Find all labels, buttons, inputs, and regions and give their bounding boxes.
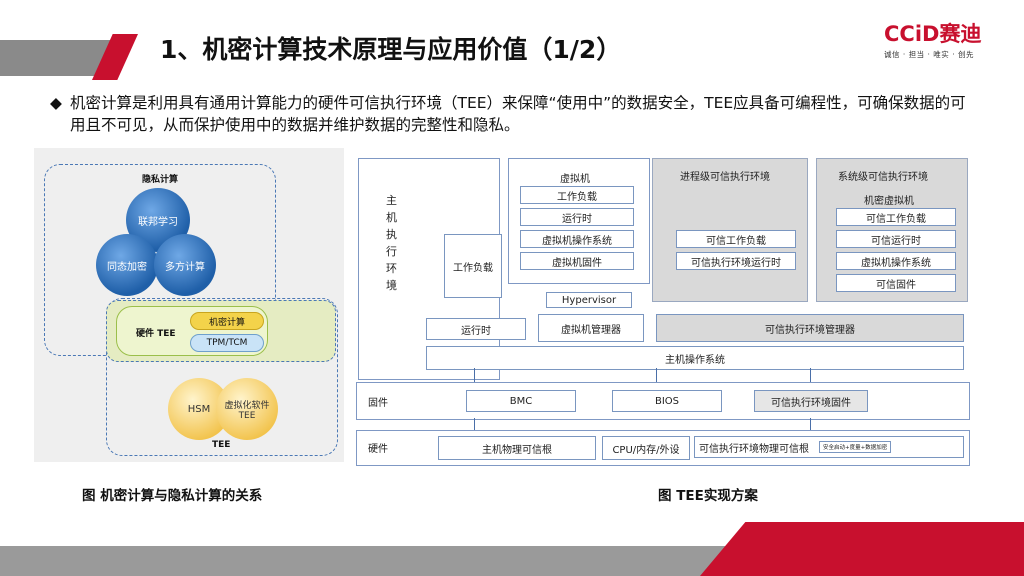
- tee-root-of-trust-label: 可信执行环境物理可信根: [699, 443, 809, 455]
- secure-boot-measure-encrypt-tag: 安全启动+度量+数据加密: [819, 441, 892, 453]
- system-trusted-workload-box: 可信工作负载: [836, 208, 956, 226]
- process-tee-runtime-box: 可信执行环境运行时: [676, 252, 796, 270]
- multiparty-computation-label: 多方计算: [165, 261, 205, 273]
- right-figure-caption: 图 TEE实现方案: [658, 488, 758, 504]
- system-trusted-runtime-box: 可信运行时: [836, 230, 956, 248]
- virtual-software-tee-circle: 虚拟化软件 TEE: [216, 378, 278, 440]
- homomorphic-encryption-circle: 同态加密: [96, 234, 158, 296]
- system-vm-os-box: 虚拟机操作系统: [836, 252, 956, 270]
- bullet-paragraph: ◆ 机密计算是利用具有通用计算能力的硬件可信执行环境（TEE）来保障“使用中”的…: [50, 92, 980, 136]
- tee-implementation-figure: 主机执行环境 工作负载 虚拟机 工作负载 运行时 虚拟机操作系统 虚拟机固件 H…: [350, 150, 980, 466]
- host-os-box: 主机操作系统: [426, 346, 964, 370]
- bullet-diamond-icon: ◆: [50, 94, 62, 112]
- tee-manager-box: 可信执行环境管理器: [656, 314, 964, 342]
- process-trusted-workload-box: 可信工作负载: [676, 230, 796, 248]
- arrow-connector: [474, 418, 475, 430]
- host-workload-box: 工作负载: [444, 234, 502, 298]
- vm-panel: [508, 158, 650, 284]
- tee-firmware-box: 可信执行环境固件: [754, 390, 868, 412]
- tee-group: [106, 298, 338, 456]
- tee-label: TEE: [212, 440, 231, 450]
- footer-red-band: [700, 522, 1024, 576]
- arrow-connector: [474, 368, 475, 382]
- federated-learning-label: 联邦学习: [138, 216, 178, 228]
- host-env-label: 主机执行环境: [386, 194, 397, 292]
- hardware-label: 硬件: [368, 444, 388, 455]
- host-runtime-box: 运行时: [426, 318, 526, 340]
- header-gray-bar: [0, 40, 112, 76]
- vm-os-box: 虚拟机操作系统: [520, 230, 634, 248]
- vm-title: 虚拟机: [560, 174, 590, 185]
- bullet-text: 机密计算是利用具有通用计算能力的硬件可信执行环境（TEE）来保障“使用中”的数据…: [70, 94, 966, 134]
- vm-workload-box: 工作负载: [520, 186, 634, 204]
- tpm-tcm-pill: TPM/TCM: [190, 334, 264, 352]
- page-title: 1、机密计算技术原理与应用价值（1/2）: [160, 35, 622, 64]
- confidential-computing-pill: 机密计算: [190, 312, 264, 330]
- arrow-connector: [810, 368, 811, 382]
- vm-runtime-box: 运行时: [520, 208, 634, 226]
- bmc-box: BMC: [466, 390, 576, 412]
- hsm-label: HSM: [187, 403, 211, 415]
- logo-slogan: 诚信 · 担当 · 唯实 · 创先: [884, 50, 974, 59]
- confidential-vm-title: 机密虚拟机: [864, 196, 914, 207]
- hardware-tee-label: 硬件 TEE: [136, 329, 176, 339]
- homomorphic-encryption-label: 同态加密: [107, 261, 147, 273]
- privacy-computing-figure: 隐私计算 联邦学习 同态加密 多方计算 硬件 TEE 机密计算 TPM/TCM …: [34, 148, 344, 462]
- system-trusted-firmware-box: 可信固件: [836, 274, 956, 292]
- cpu-memory-peripheral-box: CPU/内存/外设: [602, 436, 690, 460]
- system-tee-title: 系统级可信执行环境: [838, 172, 928, 183]
- host-root-of-trust-box: 主机物理可信根: [438, 436, 596, 460]
- hardware-row-panel: [356, 430, 970, 466]
- ccid-logo: CCiD赛迪 诚信 · 担当 · 唯实 · 创先: [884, 18, 1008, 59]
- arrow-connector: [656, 368, 657, 382]
- privacy-computing-label: 隐私计算: [142, 175, 179, 185]
- firmware-label: 固件: [368, 398, 388, 409]
- vm-manager-box: 虚拟机管理器: [538, 314, 644, 342]
- tee-root-of-trust-box: 可信执行环境物理可信根 安全启动+度量+数据加密: [694, 436, 964, 458]
- bios-box: BIOS: [612, 390, 722, 412]
- virtual-software-tee-label: 虚拟化软件 TEE: [224, 400, 270, 421]
- process-tee-title: 进程级可信执行环境: [680, 172, 770, 183]
- firmware-row-panel: [356, 382, 970, 420]
- vm-firmware-box: 虚拟机固件: [520, 252, 634, 270]
- hypervisor-box: Hypervisor: [546, 292, 632, 308]
- arrow-connector: [810, 418, 811, 430]
- left-figure-caption: 图 机密计算与隐私计算的关系: [82, 488, 263, 504]
- logo-main-text: CCiD赛迪: [884, 22, 982, 46]
- multiparty-computation-circle: 多方计算: [154, 234, 216, 296]
